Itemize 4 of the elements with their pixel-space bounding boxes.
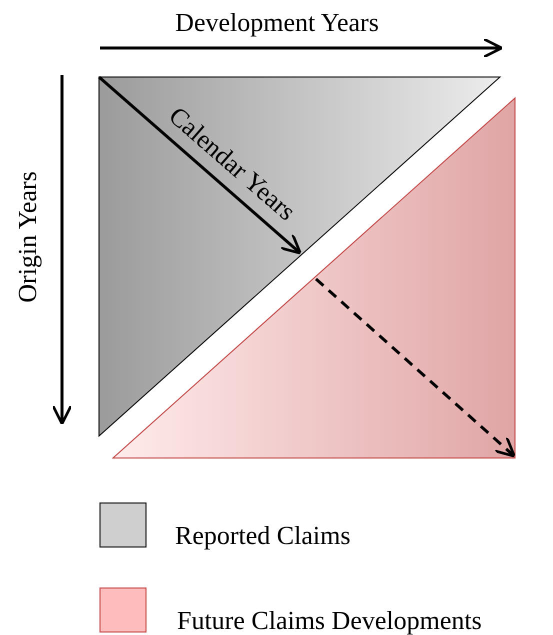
legend-label: Future Claims Developments — [177, 608, 482, 634]
legend-label: Reported Claims — [175, 523, 350, 549]
axis-label: Origin Years — [15, 171, 41, 303]
axis-label: Development Years — [175, 10, 379, 36]
